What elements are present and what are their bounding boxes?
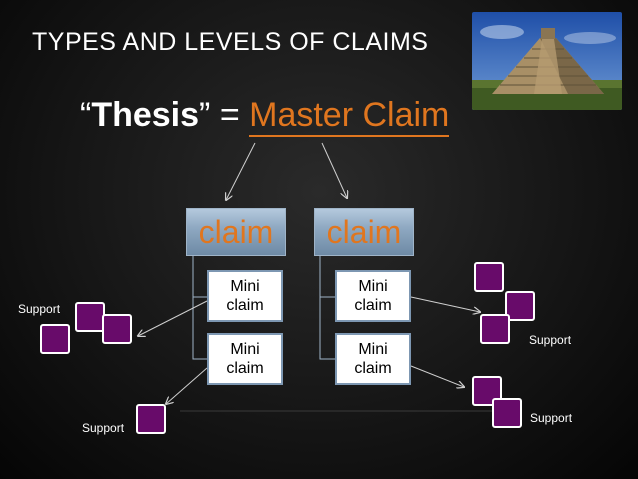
thesis-quote-open: “ xyxy=(80,96,92,134)
tree-line-right-2 xyxy=(319,297,335,360)
support-square xyxy=(474,262,504,292)
thesis-equals: = xyxy=(210,96,250,134)
support-label-right-bottom: Support xyxy=(530,411,573,425)
thesis-word: Thesis xyxy=(91,96,200,134)
claim-box-1: claim xyxy=(186,208,286,256)
support-label-left-bottom: Support xyxy=(82,421,125,435)
support-square xyxy=(492,398,522,428)
arrow-master-to-claim-1 xyxy=(226,142,256,200)
arrow-mini-to-support-right-1 xyxy=(410,296,480,312)
support-label-left-top: Support xyxy=(18,302,61,316)
mini-claim-1b: Mini claim xyxy=(207,333,283,385)
tree-line-right xyxy=(319,256,335,298)
support-square xyxy=(505,291,535,321)
claim-box-2: claim xyxy=(314,208,414,256)
thesis-quote-close: ” xyxy=(199,96,211,134)
support-square xyxy=(136,404,166,434)
support-square xyxy=(480,314,510,344)
arrow-master-to-claim-2 xyxy=(321,142,347,198)
support-square xyxy=(40,324,70,354)
arrow-mini-to-support-left-2 xyxy=(166,367,208,404)
support-label-right-top: Support xyxy=(529,333,572,347)
support-square xyxy=(102,314,132,344)
mini-claim-2b: Mini claim xyxy=(335,333,411,385)
arrow-mini-to-support-right-2 xyxy=(410,365,464,387)
mini-claim-1a: Mini claim xyxy=(207,270,283,322)
arrow-mini-to-support-left-1 xyxy=(138,300,208,336)
master-claim-label: Master Claim xyxy=(249,96,450,137)
tree-line-left xyxy=(192,256,207,298)
slide-title: TYPES AND LEVELS OF CLAIMS xyxy=(32,28,429,56)
pyramid-photo xyxy=(472,12,622,110)
tree-line-left-2 xyxy=(192,297,207,360)
support-square xyxy=(75,302,105,332)
thesis-statement: “Thesis” = Master Claim xyxy=(80,96,450,137)
mini-claim-2a: Mini claim xyxy=(335,270,411,322)
